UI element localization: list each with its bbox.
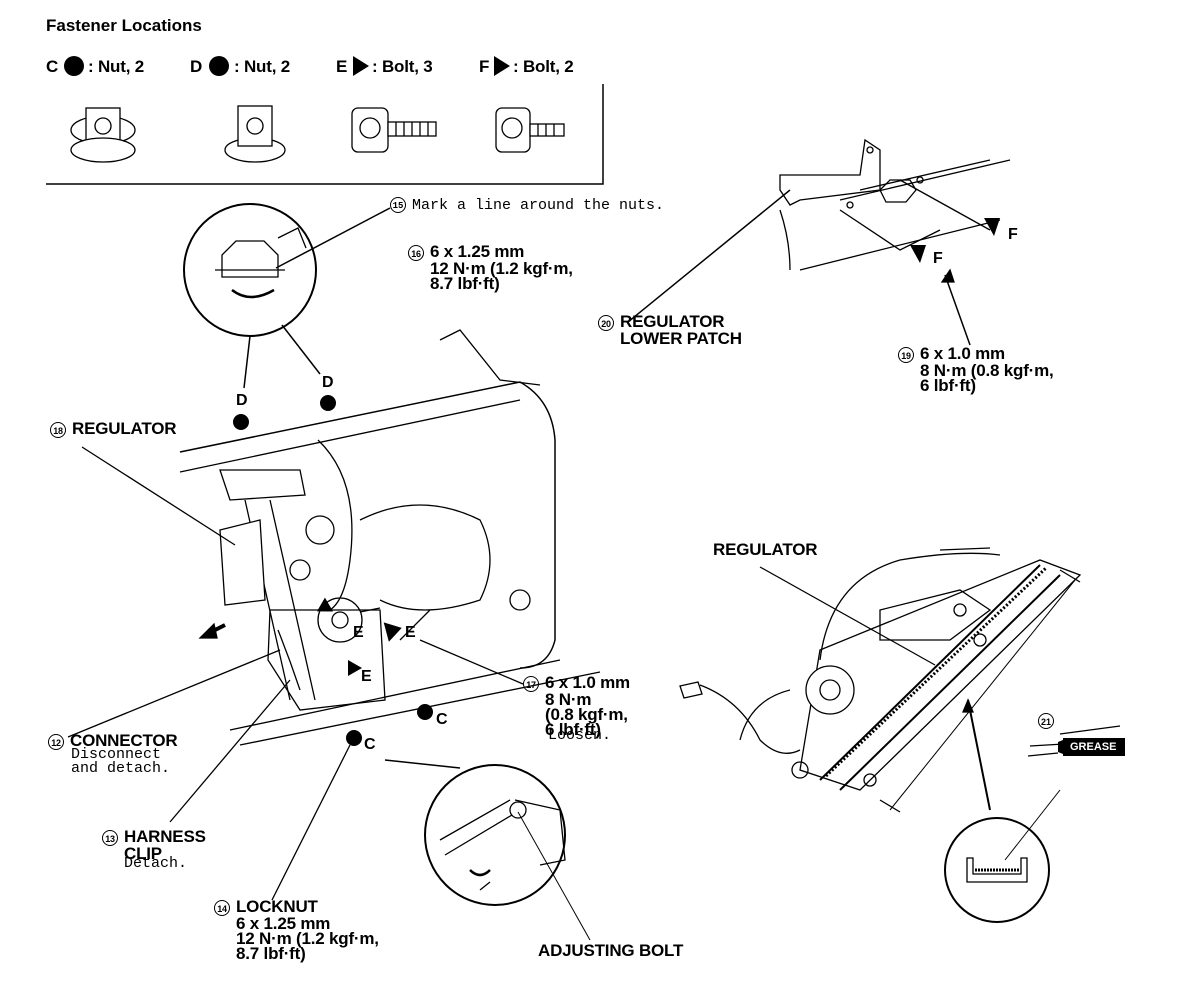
step-14-title: LOCKNUT [236,897,318,916]
step-12-number: 12 [48,733,64,750]
step-18-title: REGULATOR [72,419,177,438]
step-20-title-2: LOWER PATCH [620,328,742,348]
step-17-spec-3: (0.8 kgf·m, [545,704,628,724]
step-15-number: 15 [390,197,406,213]
step-17-spec-2: 8 N·m [545,689,592,709]
bolt-e-tag-2: E [405,624,416,641]
nut-d-icon [224,105,286,163]
step-14-callout: 14 LOCKNUT 6 x 1.25 mm 12 N·m (1.2 kgf·m,… [214,897,379,963]
regulator-label: REGULATOR [713,540,818,559]
step-12-note-1: Disconnect [71,746,162,763]
step-17-note: Loosen. [548,727,612,744]
step-14-number: 14 [214,899,230,916]
nut-c-tag-2: C [364,736,376,753]
nut-c-tag-1: C [436,711,448,728]
step-13-number: 13 [102,829,118,846]
step-20-title-1: REGULATOR [620,312,725,331]
step-20-callout: 20 REGULATOR LOWER PATCH [598,312,742,348]
bolt-f-tag-1: F [1008,226,1018,243]
step-19-number: 19 [898,346,914,363]
fastener-e-letter: E [336,57,348,76]
fastener-f-letter: F [479,57,490,76]
fastener-c-letter: C [46,57,59,76]
step-16-spec-3: 8.7 lbf·ft) [430,273,500,293]
adjusting-bolt-label: ADJUSTING BOLT [538,941,684,960]
bolt-f-tag-2: F [933,250,943,267]
step-16-spec-1: 6 x 1.25 mm [430,242,525,261]
step-14-spec-1: 6 x 1.25 mm [236,913,331,933]
step-13-title-2: CLIP [124,843,162,863]
step-15-callout: 15 Mark a line around the nuts. [390,197,664,213]
grease-label: GREASE [1070,741,1117,753]
bolt-e-tag-1: E [353,624,364,641]
step-17-number: 17 [523,675,539,692]
bolt-f-icon [495,107,565,153]
step-16-number: 16 [408,244,424,261]
step-19-callout: 19 6 x 1.0 mm 8 N·m (0.8 kgf·m, 6 lbf·ft) [898,344,1054,395]
bolt-e-tag-3: E [361,668,372,685]
step-21-callout: 21 [1038,712,1060,730]
page-title: Fastener Locations [46,16,202,35]
step-19-spec-2: 8 N·m (0.8 kgf·m, [920,360,1054,380]
step-17-spec-4: 6 lbf·ft) [545,719,601,739]
step-17-spec-1: 6 x 1.0 mm [545,673,630,692]
step-16-spec-2: 12 N·m (1.2 kgf·m, [430,258,573,278]
nut-c-icon [70,107,136,163]
step-17-callout: 17 6 x 1.0 mm 8 N·m (0.8 kgf·m, 6 lbf·ft) [523,673,630,739]
step-13-callout: 13 HARNESS CLIP [102,827,206,863]
step-16-callout: 16 6 x 1.25 mm 12 N·m (1.2 kgf·m, 8.7 lbf… [408,242,573,293]
step-18-callout: 18 REGULATOR [50,419,177,438]
step-18-number: 18 [50,421,66,438]
step-12-notes: Disconnect and detach. [71,746,171,777]
step-15-note: Mark a line around the nuts. [412,196,665,214]
fastener-d-letter: D [190,57,203,76]
step-12-note-2: and detach. [71,760,171,777]
bolt-e-icon [351,107,437,153]
fastener-c-label: : Nut, 2 [88,57,145,76]
step-12-title: CONNECTOR [70,731,178,750]
fastener-d-tag-left: D [236,392,248,409]
fastener-e-label: : Bolt, 3 [372,57,433,76]
step-12-callout: 12 CONNECTOR [48,731,178,750]
fastener-d-tag-right: D [322,374,334,391]
fastener-f-label: : Bolt, 2 [513,57,574,76]
step-14-spec-3: 8.7 lbf·ft) [236,943,306,963]
step-14-spec-2: 12 N·m (1.2 kgf·m, [236,928,379,948]
step-19-spec-1: 6 x 1.0 mm [920,344,1005,363]
step-13-note: Detach. [124,855,188,872]
step-13-title-1: HARNESS [124,827,206,846]
step-20-number: 20 [598,314,614,331]
step-21-number: 21 [1038,712,1054,729]
step-19-spec-3: 6 lbf·ft) [920,375,976,395]
fastener-d-label: : Nut, 2 [234,57,291,76]
